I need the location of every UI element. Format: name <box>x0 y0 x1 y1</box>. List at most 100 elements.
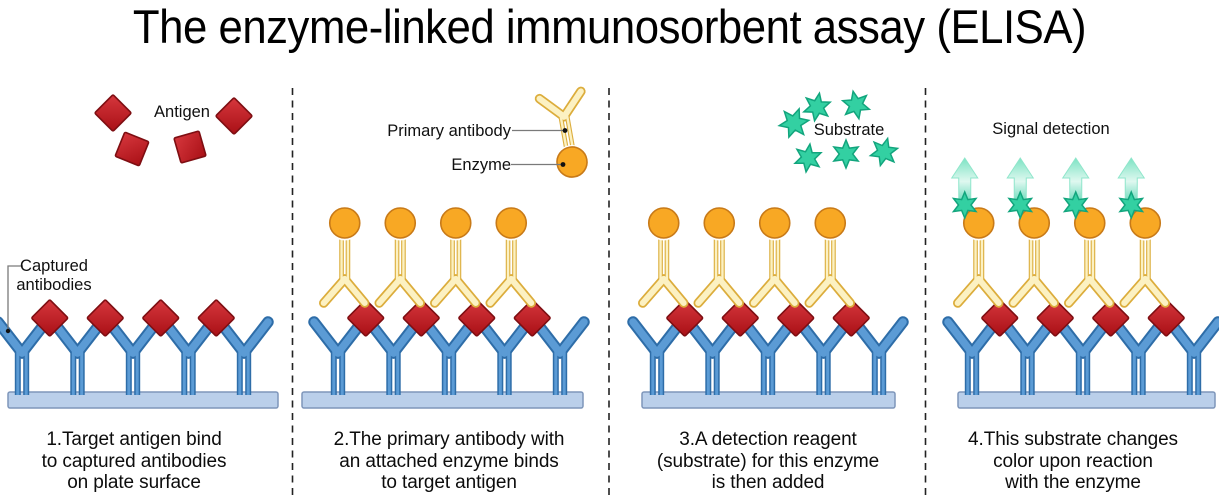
substrate-star <box>868 136 900 168</box>
floating-antigen-diamond <box>114 131 150 167</box>
captured-antibodies-label: Captured antibodies <box>16 257 92 294</box>
floating-antigen-diamond <box>215 97 253 135</box>
substrate-star <box>793 142 823 174</box>
captured-antibody <box>158 316 219 395</box>
legend-primary-antibody <box>534 86 589 179</box>
panel-3-caption: 3.A detection reagent (substrate) for th… <box>656 429 880 493</box>
bound-antigen-diamond <box>86 299 124 337</box>
substrate-label: Substrate <box>813 121 885 139</box>
page-title: The enzyme-linked immunosorbent assay (E… <box>132 0 1087 53</box>
captured-antibody <box>419 316 479 395</box>
substrate-star <box>1118 190 1145 220</box>
substrate-star <box>951 190 978 220</box>
substrate-star <box>801 91 833 123</box>
enzyme-circle <box>962 207 995 239</box>
captured-antibody <box>363 316 424 395</box>
enzyme-circle <box>384 207 417 239</box>
captured-antibody <box>103 316 163 395</box>
bound-antigen-diamond <box>721 299 759 337</box>
substrate-star <box>777 107 811 139</box>
enzyme-circle <box>703 207 736 239</box>
leader-dot <box>5 328 11 334</box>
legend-enzyme-circle <box>556 146 588 178</box>
panel-2-graphic <box>301 205 590 409</box>
enzyme-label: Enzyme <box>451 156 511 174</box>
captured-antibody <box>474 316 535 395</box>
primary-antibody-with-enzyme <box>430 205 481 308</box>
captured-antibody <box>942 316 1002 395</box>
primary-antibody-with-enzyme <box>693 205 744 308</box>
bound-antigen-diamond <box>1092 299 1130 337</box>
substrate-star <box>840 89 872 121</box>
panel-1-annotations <box>5 94 253 334</box>
bound-antigen-diamond <box>981 299 1019 337</box>
primary-antibody-with-enzyme <box>1119 205 1170 308</box>
enzyme-circle <box>1018 207 1051 239</box>
enzyme-circle <box>647 207 680 239</box>
antigen-label: Antigen <box>154 103 210 121</box>
bound-antigen-diamond <box>31 299 69 337</box>
captured-antibody <box>738 316 798 395</box>
bound-antigen-diamond <box>832 299 870 337</box>
captured-antibodies-leader-line <box>7 265 23 330</box>
floating-antigen-diamond <box>94 94 132 132</box>
panel-1-graphic <box>0 299 279 409</box>
panel-3-graphic <box>627 205 909 409</box>
substrate-star <box>1007 190 1034 220</box>
bound-antigen-diamond <box>402 299 440 337</box>
enzyme-circle <box>1073 207 1106 239</box>
substrate-star <box>832 138 860 170</box>
primary-antibody-with-enzyme <box>374 205 425 308</box>
captured-antibody <box>0 316 52 395</box>
substrate-star <box>1062 190 1089 220</box>
bound-antigen-diamond <box>513 299 551 337</box>
panel-2-caption: 2.The primary antibody with an attached … <box>333 429 565 493</box>
leader-dot <box>560 162 566 167</box>
bound-antigen-diamond <box>142 299 180 337</box>
primary-antibody-with-enzyme <box>804 205 855 308</box>
captured-antibody <box>793 316 854 395</box>
captured-antibody <box>1164 316 1219 395</box>
panel-1-caption: 1.Target antigen bind to captured antibo… <box>41 429 227 493</box>
captured-antibody <box>682 316 743 395</box>
captured-antibody <box>308 316 368 395</box>
enzyme-circle <box>1129 207 1162 239</box>
captured-antibody <box>214 316 274 395</box>
captured-antibody <box>849 316 909 395</box>
primary-antibody-with-enzyme <box>319 205 370 308</box>
primary-antibody-with-enzyme <box>485 205 536 308</box>
bound-antigen-diamond <box>1147 299 1185 337</box>
leader-dot <box>562 128 568 133</box>
bound-antigen-diamond <box>197 299 235 337</box>
primary-antibody-with-enzyme <box>749 205 800 308</box>
captured-antibody <box>47 316 108 395</box>
primary-antibody-label: Primary antibody <box>387 122 511 140</box>
panel-4-caption: 4.This substrate changes color upon reac… <box>968 429 1178 493</box>
primary-antibody-with-enzyme <box>1064 205 1115 308</box>
captured-antibody <box>627 316 687 395</box>
panel-4-graphic <box>942 157 1219 409</box>
primary-antibody-with-enzyme <box>1008 205 1059 308</box>
plate-surface <box>641 391 896 409</box>
captured-antibody <box>530 316 590 395</box>
bound-antigen-diamond <box>347 299 385 337</box>
enzyme-circle <box>495 207 528 239</box>
bound-antigen-diamond <box>458 299 496 337</box>
captured-antibody <box>1108 316 1169 395</box>
bound-antigen-diamond <box>777 299 815 337</box>
bound-antigen-diamond <box>666 299 704 337</box>
signal-detection-label: Signal detection <box>992 120 1110 138</box>
bound-antigen-diamond <box>1036 299 1074 337</box>
enzyme-circle <box>758 207 791 239</box>
captured-antibody <box>1053 316 1113 395</box>
enzyme-circle <box>814 207 847 239</box>
primary-antibody-with-enzyme <box>953 205 1004 308</box>
floating-antigen-diamond <box>173 130 207 164</box>
plate-surface <box>7 391 279 409</box>
primary-antibody-with-enzyme <box>638 205 689 308</box>
enzyme-circle <box>439 207 472 239</box>
enzyme-circle <box>328 207 361 239</box>
panel-2-annotations <box>511 86 589 179</box>
